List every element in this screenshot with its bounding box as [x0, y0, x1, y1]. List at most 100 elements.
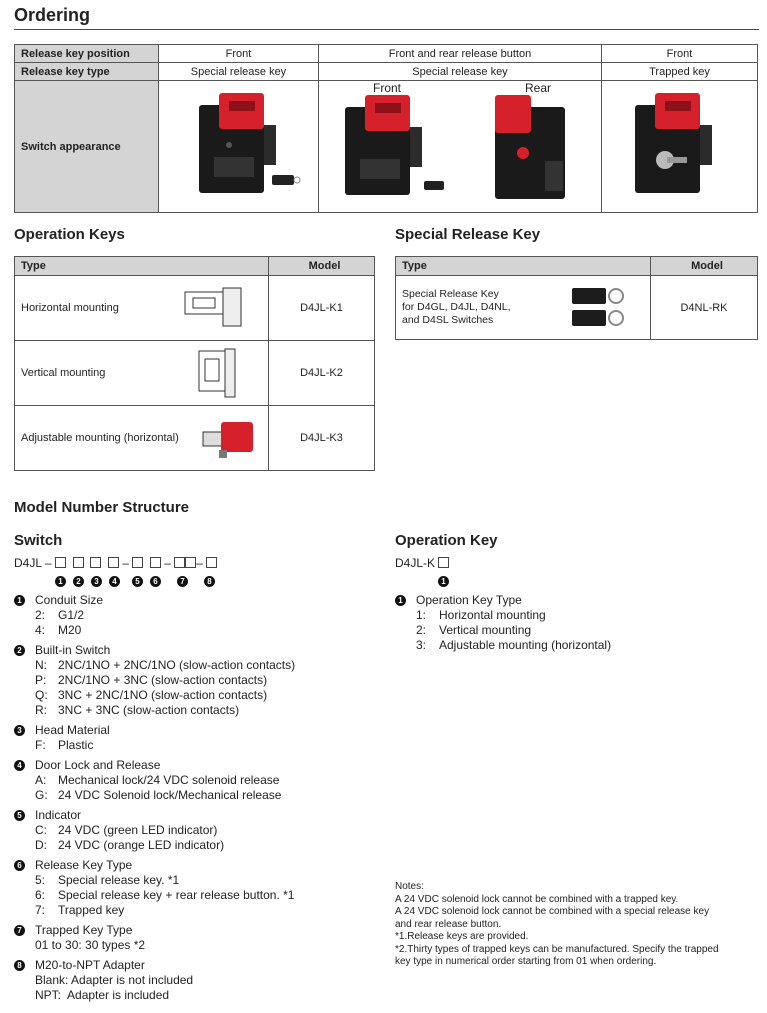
list-item-text: 3NC + 3NC (slow-action contacts) [58, 703, 240, 717]
item-marker: 6 [14, 860, 25, 872]
col-type-header: Type [395, 256, 651, 276]
operation-key-code: D4JL-K [395, 556, 450, 571]
list-item: 3:Adjustable mounting (horizontal) [416, 638, 612, 652]
section-title-operation-keys: Operation Keys [14, 226, 125, 243]
list-item-text: Special release key. *1 [58, 873, 180, 887]
title-rule [14, 29, 759, 30]
list-item-text: 2NC/1NO + 3NC (slow-action contacts) [58, 673, 268, 687]
switch-front-image [198, 93, 300, 193]
list-item-code: A: [35, 773, 47, 787]
list-item-text: 2NC/1NO + 2NC/1NO (slow-action contacts) [58, 658, 296, 672]
list-item-code: P: [35, 673, 47, 687]
operation-key-item-title-row: 1 Operation Key Type [395, 593, 755, 608]
adjustable-key-image [202, 422, 253, 458]
switch-item-title: Indicator [35, 808, 82, 822]
table-row: Vertical mounting D4JL-K2 [14, 340, 375, 406]
key-type-label: Vertical mounting [21, 367, 106, 379]
col-type-header: Type [14, 256, 269, 276]
key-model-cell: D4JL-K3 [268, 405, 375, 471]
horizontal-key-image [184, 287, 242, 327]
operation-key-title: Operation Key [395, 532, 498, 549]
list-item-text: Special release key + rear release butto… [58, 888, 295, 902]
list-item: 4:M20 [14, 623, 374, 638]
switch-item-title: M20-to-NPT Adapter [35, 958, 145, 972]
row-release-key-position: Release key position Front Front and rea… [14, 44, 758, 63]
marker-2: 2 [73, 576, 84, 588]
switch-item-title-row: 1 Conduit Size [14, 593, 374, 608]
list-item-code: Q: [35, 688, 48, 702]
list-item-text: G1/2 [58, 608, 85, 622]
special-release-key-table: Type Model Special Release Key for D4GL,… [395, 256, 758, 340]
cell-type-2: Special release key [318, 62, 602, 81]
switch-front-rear-image [345, 95, 565, 199]
list-item: D:24 VDC (orange LED indicator) [14, 838, 374, 853]
col-model-header: Model [268, 256, 375, 276]
list-item-code: N: [35, 658, 47, 672]
list-item: 5: Special release key. *1 [14, 873, 374, 888]
marker-8: 8 [204, 576, 215, 588]
operation-key-items: 1 Operation Key Type 1:Horizontal mounti… [395, 593, 755, 653]
operation-key-prefix: D4JL-K [395, 556, 436, 570]
list-item-text: Trapped key [58, 903, 125, 917]
release-key-type-line-3: and D4SL Switches [402, 314, 494, 326]
marker-5: 5 [132, 576, 143, 588]
cell-position-3: Front [601, 44, 758, 63]
list-item: Q:3NC + 2NC/1NO (slow-action contacts) [14, 688, 374, 703]
list-item-text: Mechanical lock/24 VDC solenoid release [58, 773, 280, 787]
list-item-code: 5: [35, 873, 46, 887]
switch-trapped-image [634, 93, 712, 193]
marker-1: 1 [438, 576, 449, 588]
switch-item-title: Release Key Type [35, 858, 133, 872]
item-marker: 3 [14, 725, 25, 737]
switch-item-title: Trapped Key Type [35, 923, 133, 937]
list-item: NPT: Adapter is included [14, 988, 374, 1003]
list-item: G: 24 VDC Solenoid lock/Mechanical releas… [14, 788, 374, 803]
list-item: 2:Vertical mounting [416, 623, 532, 637]
item-marker: 7 [14, 925, 25, 937]
table-row: Adjustable mounting (horizontal) D4JL-K3 [14, 405, 375, 471]
marker-4: 4 [109, 576, 120, 588]
table-row: Special Release Key for D4GL, D4JL, D4NL… [395, 275, 758, 340]
release-key-position-label: Release key position [14, 44, 159, 63]
list-item: P: 2NC/1NO + 3NC (slow-action contacts) [14, 673, 374, 688]
cell-type-1: Special release key [158, 62, 319, 81]
switch-item-title-row: 6 Release Key Type [14, 858, 374, 873]
notes-title: Notes: [395, 881, 424, 892]
release-key-type-cell: Special Release Key for D4GL, D4JL, D4NL… [395, 275, 651, 340]
list-item: 1:Horizontal mounting [416, 608, 546, 622]
switch-appearance-label: Switch appearance [14, 80, 159, 213]
list-item: R: 3NC + 3NC (slow-action contacts) [14, 703, 374, 718]
switch-item-title: Door Lock and Release [35, 758, 161, 772]
list-item-text: 01 to 30: 30 types *2 [35, 938, 146, 952]
operation-key-item-title: Operation Key Type [416, 593, 522, 607]
release-key-type-line-1: Special Release Key [402, 288, 499, 300]
marker-7: 7 [177, 576, 188, 588]
switch-model-code: D4JL – – – – [14, 556, 218, 571]
key-type-label: Horizontal mounting [21, 302, 119, 314]
note-line: *2.Thirty types of trapped keys can be m… [395, 943, 719, 955]
switch-item-title: Conduit Size [35, 593, 104, 607]
section-title-model-structure: Model Number Structure [14, 499, 190, 516]
vertical-key-image [198, 348, 236, 398]
list-item-text: 24 VDC Solenoid lock/Mechanical release [58, 788, 282, 802]
list-item-text: Plastic [58, 738, 94, 752]
item-marker: 1 [14, 595, 25, 607]
list-item-code: 7: [35, 903, 46, 917]
list-item-code: 4: [35, 623, 46, 637]
list-item-code: F: [35, 738, 46, 752]
col-model-header: Model [650, 256, 758, 276]
cell-position-2: Front and rear release button [318, 44, 602, 63]
list-item-code: R: [35, 703, 47, 717]
list-item-code: 2: [35, 608, 46, 622]
cell-position-1: Front [158, 44, 319, 63]
list-item-code: G: [35, 788, 48, 802]
key-type-cell: Horizontal mounting [14, 275, 269, 341]
